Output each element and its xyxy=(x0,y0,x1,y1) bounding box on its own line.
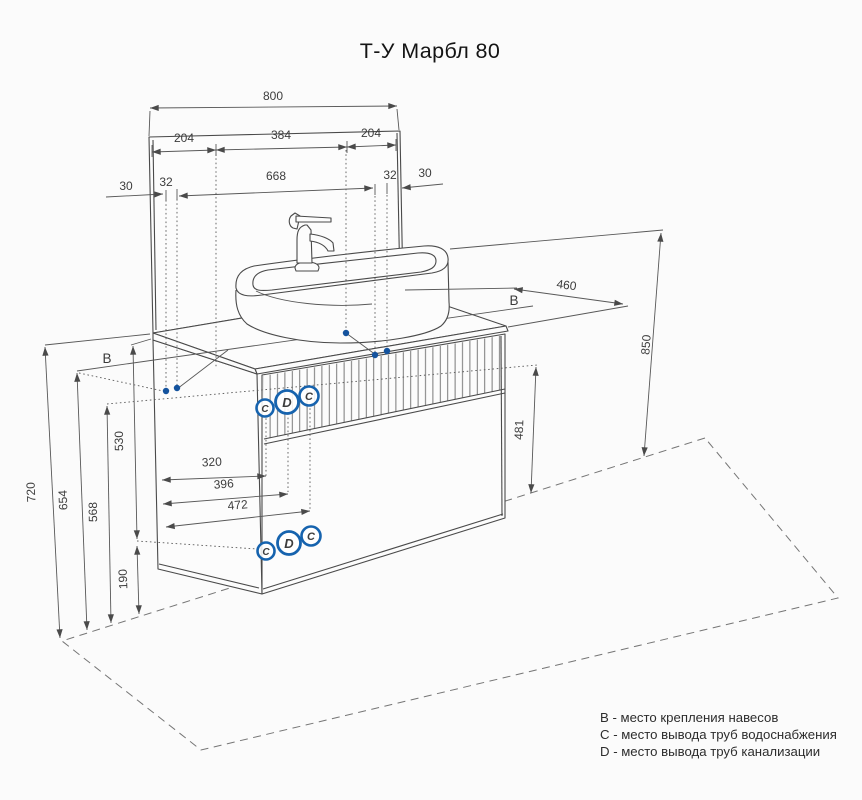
mount-dot xyxy=(173,384,181,392)
dim-top-center: 384 xyxy=(271,128,291,142)
outlet-markers-upper: C D C xyxy=(255,385,320,418)
bracket-label-left: B xyxy=(102,351,111,366)
fluted-drawer-front xyxy=(263,335,505,439)
water-marker: C xyxy=(262,547,270,558)
water-marker: C xyxy=(261,404,269,415)
dim-span-668: 668 xyxy=(266,169,286,183)
drain-marker: D xyxy=(282,395,292,410)
faucet xyxy=(288,212,335,272)
legend-bracket: B - место крепления навесов xyxy=(600,710,778,725)
dim-outlet-320: 320 xyxy=(201,454,222,469)
mount-dot xyxy=(342,329,350,337)
cabinet xyxy=(152,333,506,595)
vessel-sink xyxy=(235,245,450,344)
dim-h190: 190 xyxy=(116,569,131,590)
legend-drain: D - место вывода труб канализации xyxy=(600,744,820,759)
dim-right-30: 30 xyxy=(418,166,432,180)
dim-left-30: 30 xyxy=(119,179,133,193)
dim-h654: 654 xyxy=(56,490,71,511)
dim-left-32: 32 xyxy=(159,175,173,189)
dim-outlet-472: 472 xyxy=(227,497,248,513)
dim-h530: 530 xyxy=(112,431,126,452)
outlet-markers-lower: C D C xyxy=(256,525,322,561)
mount-dot xyxy=(371,351,379,359)
dim-overall-height: 850 xyxy=(638,334,653,355)
mount-dot xyxy=(162,387,170,395)
dimensions: 800 204 384 204 30 32 668 32 30 460 850 xyxy=(23,89,664,639)
mount-dot xyxy=(383,347,391,355)
bracket-label-right: B xyxy=(509,293,518,308)
dim-overall-width: 800 xyxy=(263,89,283,103)
dim-right-32: 32 xyxy=(383,168,397,182)
dim-top-left: 204 xyxy=(174,131,194,145)
dim-h568: 568 xyxy=(86,502,100,523)
dim-h720: 720 xyxy=(23,482,38,503)
mounting-points xyxy=(162,329,391,395)
water-marker: C xyxy=(307,531,316,543)
dim-outlet-height: 481 xyxy=(512,419,527,440)
water-marker: C xyxy=(305,391,314,403)
drain-marker: D xyxy=(284,536,294,551)
legend-water: C - место вывода труб водоснабжения xyxy=(600,727,837,742)
legend: B - место крепления навесов C - место вы… xyxy=(600,710,837,759)
dim-outlet-396: 396 xyxy=(213,476,234,491)
dim-countertop-depth: 460 xyxy=(556,277,578,294)
drawing-title: Т-У Марбл 80 xyxy=(360,39,501,63)
dim-top-right: 204 xyxy=(361,126,381,140)
